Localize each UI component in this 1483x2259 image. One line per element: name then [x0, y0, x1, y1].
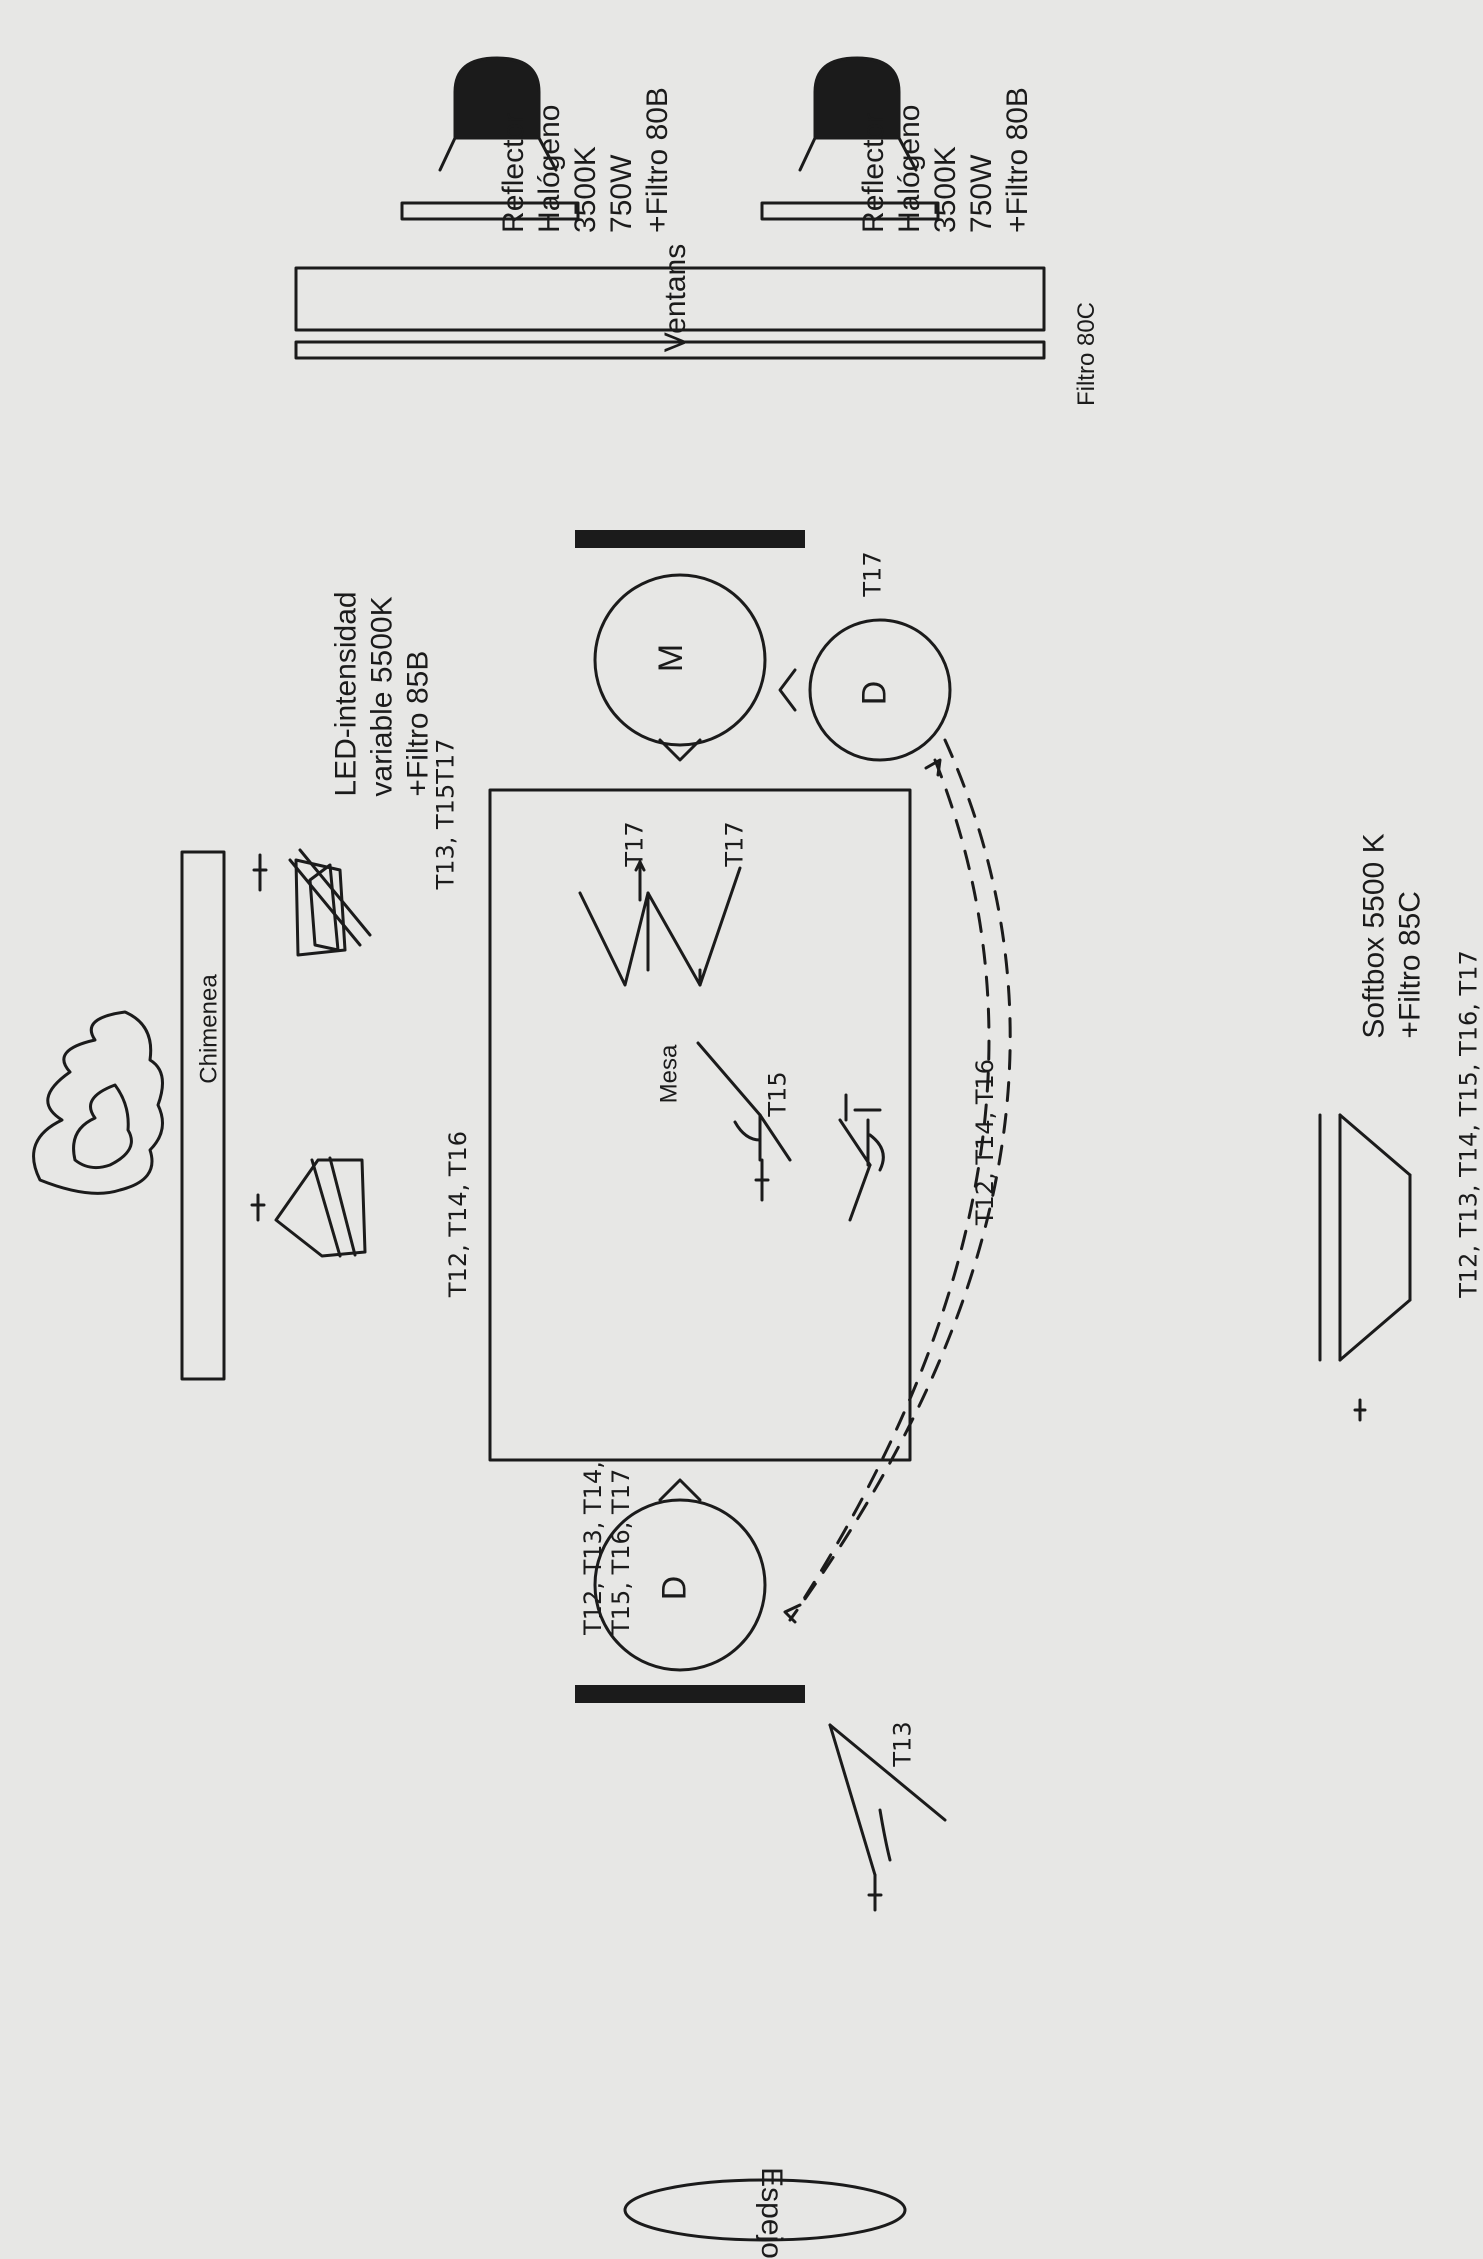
window-label: Ventans — [659, 243, 693, 353]
actor-d-left-shots: T12, T13, T14, T15, T16, T17 — [578, 1461, 635, 1635]
led-label: LED-intensidad variable 5500K +Filtro 85… — [329, 591, 435, 797]
actor-d-right-label: D — [855, 680, 894, 706]
reflector-1-label: Reflector Halógeno 3500K 750W +Filtro 80… — [496, 87, 674, 233]
door-left — [575, 1685, 805, 1703]
door-right — [575, 530, 805, 548]
movement-arrow-left — [783, 1603, 802, 1624]
halogen-reflector-2-icon — [798, 56, 918, 172]
camera-t12-label: T12, T14, T16 — [971, 1058, 1000, 1226]
actor-m-circle — [593, 573, 767, 747]
actor-d-right-shot: T17 — [858, 551, 887, 597]
reflector-2-filter-frame — [760, 201, 940, 221]
fresnel-shots-label: T12, T14, T16 — [444, 1130, 473, 1298]
actor-d-left-facing — [658, 1478, 702, 1502]
fresnel-spot-icon — [250, 1156, 367, 1258]
reflector-1-filter-frame — [400, 201, 580, 221]
table-label: Mesa — [655, 1044, 683, 1104]
led-panel-icon — [252, 848, 372, 957]
actor-m-facing — [658, 738, 702, 762]
fire-icon — [32, 1010, 164, 1195]
movement-path-outer — [798, 758, 991, 1607]
softbox-label: Softbox 5500 K +Filtro 85C — [1357, 833, 1427, 1039]
fireplace-label: Chimenea — [195, 974, 223, 1084]
actor-d-right-circle — [808, 618, 952, 762]
mirror-outline — [623, 2178, 907, 2242]
led-shots-label: T13, T15T17 — [431, 738, 460, 890]
window-filter-strip — [294, 340, 1046, 360]
camera-t12-icon — [838, 1093, 885, 1222]
softbox-shots-label: T12, T13, T14, T15, T16, T17 — [1454, 950, 1483, 1298]
camera-t13-icon — [828, 1723, 947, 1912]
mirror-label: Espejo — [754, 2167, 788, 2259]
halogen-reflector-1-icon — [438, 56, 558, 172]
window-filter-label: Filtro 80C — [1073, 301, 1101, 407]
table-outline — [488, 788, 912, 1462]
camera-t15-icon — [696, 1041, 792, 1202]
movement-path-inner — [788, 738, 1012, 1622]
camera-move-t17-icon — [578, 860, 742, 987]
camera-t15-label: T15 — [763, 1071, 792, 1117]
camera-move-t17-label-b: T17 — [720, 821, 749, 867]
actor-m-label: M — [652, 643, 691, 673]
fireplace-outline — [180, 850, 226, 1381]
camera-move-t17-label-a: T17 — [620, 821, 649, 867]
actor-d-left-label: D — [655, 1575, 694, 1601]
actor-d-left-circle — [593, 1498, 767, 1672]
camera-t13-label: T13 — [888, 1721, 917, 1767]
window-frame — [294, 266, 1046, 332]
reflector-2-label: Reflector Halógeno 3500K 750W +Filtro 80… — [856, 87, 1034, 233]
actor-d-right-facing — [778, 668, 797, 712]
softbox-icon — [1318, 1113, 1412, 1422]
movement-arrow-right — [924, 758, 942, 777]
